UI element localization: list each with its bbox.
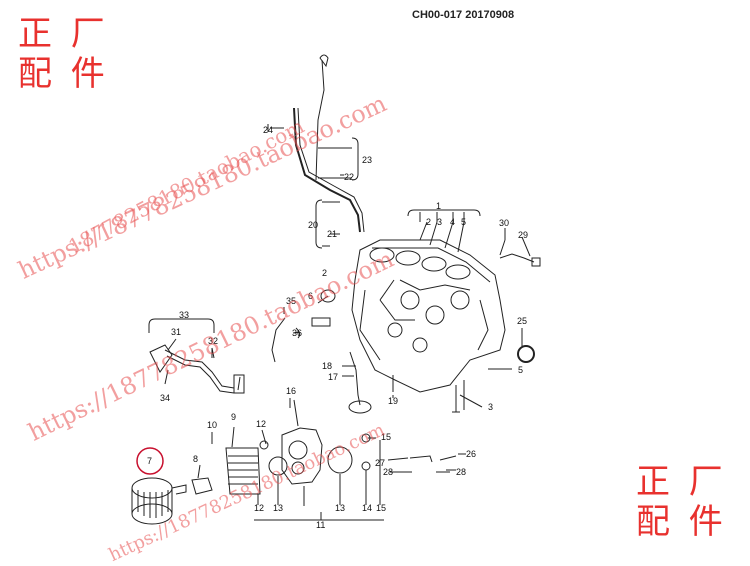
callout-2: 2 [426,217,431,227]
callout-15b: 15 [376,503,386,513]
callout-32: 32 [208,336,218,346]
callout-17: 17 [328,372,338,382]
callouts: 1 2 3 4 5 30 29 24 23 22 20 21 2 6 35 36… [147,125,528,530]
callout-11: 11 [316,520,325,530]
callout-26: 26 [466,449,476,459]
oil-pickup [349,351,361,406]
brand-top: 正 厂 配 件 [18,14,109,94]
highlight-circle [136,447,164,475]
callout-5b: 5 [518,365,523,375]
dipstick [315,59,325,181]
callout-2b: 2 [322,268,327,278]
callout-24: 24 [263,125,273,135]
callout-13b: 13 [335,503,345,513]
callout-3b: 3 [488,402,493,412]
callout-35: 35 [286,296,296,306]
callout-6: 6 [308,291,313,301]
callout-19: 19 [388,396,398,406]
callout-29: 29 [518,230,528,240]
callout-3: 3 [437,217,442,227]
callout-5: 5 [461,217,466,227]
callout-12a: 12 [256,419,266,429]
callout-23: 23 [362,155,372,165]
callout-10: 10 [207,420,217,430]
callout-33: 33 [179,310,189,320]
callout-4: 4 [450,217,455,227]
callout-21: 21 [327,229,337,239]
fitting-6 [311,317,331,327]
callout-7: 7 [147,456,152,466]
callout-13a: 13 [273,503,283,513]
callout-18: 18 [322,361,332,371]
oil-cooler [225,447,261,495]
callout-30: 30 [499,218,509,228]
callout-28b: 28 [456,467,466,477]
brand-line-2-b: 配 件 [636,502,727,542]
engine-block [351,239,506,393]
callout-9: 9 [231,412,236,422]
dipstick-tube [293,107,361,233]
callout-12b: 12 [254,503,264,513]
callout-15a: 15 [381,432,391,442]
brand-bottom: 正 厂 配 件 [636,462,727,542]
diagram-code: CH00-017 20170908 [412,9,515,21]
callout-1: 1 [436,201,441,211]
filter-housing [281,427,323,485]
oil-filter [131,477,187,525]
brand-line-1-b: 正 厂 [636,462,727,502]
brand-line-1: 正 厂 [18,14,109,54]
callout-14: 14 [362,503,372,513]
callout-16: 16 [286,386,296,396]
callout-8: 8 [193,454,198,464]
callout-20: 20 [308,220,318,230]
callout-31: 31 [171,327,181,337]
brand-line-2: 配 件 [18,54,109,94]
callout-28a: 28 [383,467,393,477]
callout-22: 22 [344,172,354,182]
callout-25: 25 [517,316,527,326]
callout-36: 36 [292,328,302,338]
callout-34: 34 [160,393,170,403]
oil-cooler-pipe [149,344,245,394]
callout-27: 27 [375,458,385,468]
